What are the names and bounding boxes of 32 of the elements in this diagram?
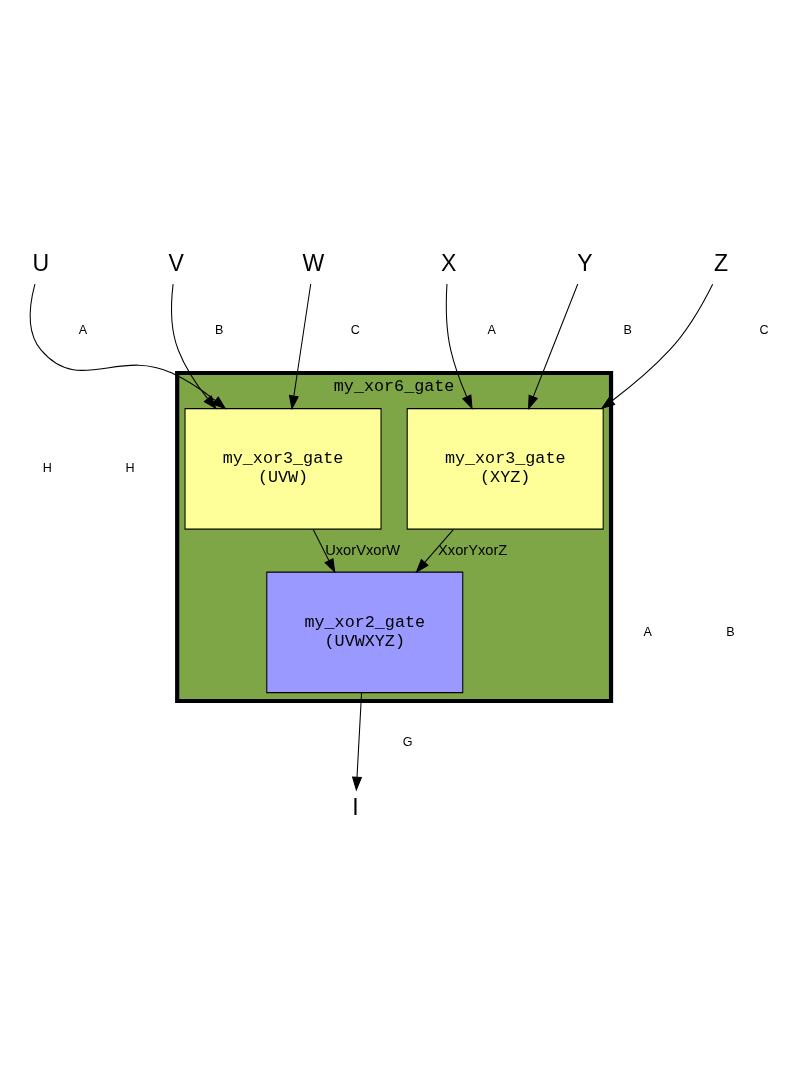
arrow [415,529,454,574]
node-text: X [440,249,457,276]
edge-label: UxorVxorW [325,541,401,558]
arrow [600,283,714,410]
label: G [402,735,413,750]
arrow [171,283,217,410]
label: H [125,461,135,476]
label: H [42,461,52,476]
node-text: Y [577,249,593,276]
node-box: my_xor3_gate (XYZ) [406,408,604,530]
arrow [351,692,363,792]
arrow [29,283,227,410]
arrow [445,283,473,410]
label: A [643,624,652,639]
arrow [288,283,312,411]
label: A [487,323,496,338]
node-text: W [302,249,325,276]
node-box: my_xor2_gate (UVWXYZ) [266,571,464,694]
label: B [623,323,633,338]
label: B [726,624,735,639]
label: A [78,323,88,338]
edge-label: XxorYxorZ [438,541,508,558]
label: C [759,323,769,338]
node-text: Z [714,249,729,276]
arrow [528,283,579,411]
node-text: I [352,793,359,820]
node-text: U [32,249,50,276]
label: C [350,323,360,338]
label: B [214,323,224,338]
node-text: V [168,249,184,276]
node-box: my_xor3_gate (UVW) [184,408,382,530]
arrow [312,529,336,574]
